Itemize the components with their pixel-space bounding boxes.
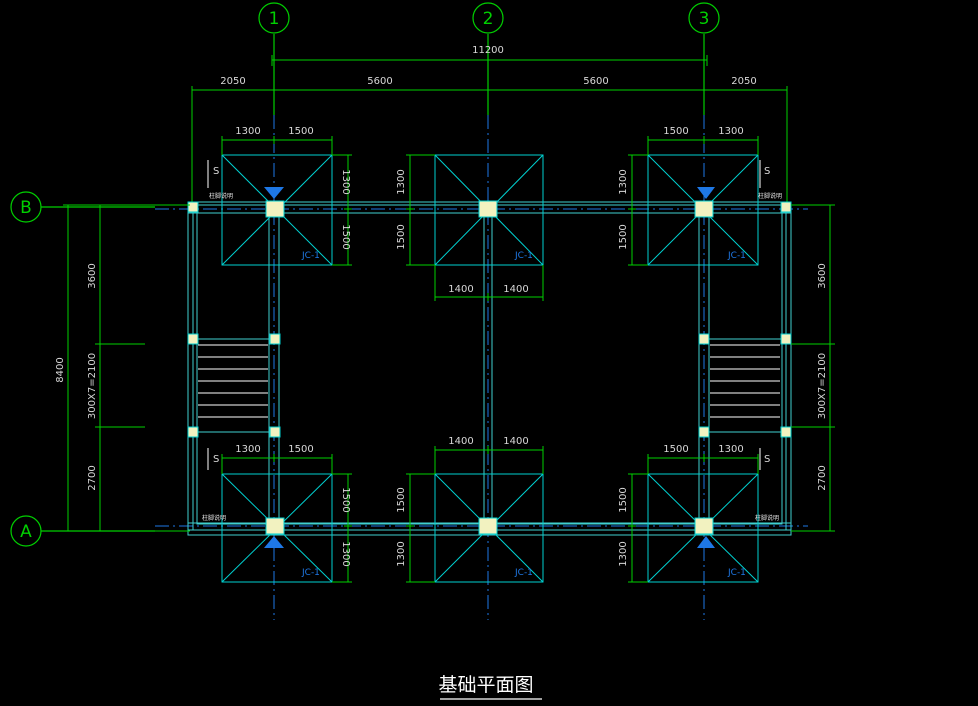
dim-a1-h-2: 1300: [340, 541, 351, 566]
footing-width-dims: [221, 136, 759, 474]
axis-label-a: A: [20, 522, 32, 542]
dim-a1-h-1: 1500: [340, 487, 351, 512]
section-arrow-a3: [697, 536, 715, 548]
dim-a2-w-1: 1400: [448, 436, 473, 447]
dim-b3-w-1: 1500: [663, 126, 688, 137]
section-mark-text-1: S: [213, 166, 219, 177]
dim-b1-w-1: 1300: [235, 126, 260, 137]
segment-dim-text-4: 2050: [731, 76, 756, 87]
segment-dim-text-1: 2050: [220, 76, 245, 87]
column-corner-b-right: [780, 201, 792, 213]
column-note-b-left: 柱脚说明: [209, 192, 233, 200]
column-a1: [265, 517, 285, 535]
dim-a1-w-1: 1300: [235, 444, 260, 455]
section-marks: [207, 160, 761, 470]
column-b3: [694, 200, 714, 218]
section-arrows: [264, 187, 715, 548]
column-note-a-right: 柱脚说明: [755, 514, 779, 522]
dim-a2-w-2: 1400: [503, 436, 528, 447]
footing-a2-outline: [434, 473, 544, 583]
section-mark-text-2: S: [764, 166, 770, 177]
axis-bubble-1: [258, 2, 290, 34]
left-dim-seg-3: 2700: [87, 465, 98, 490]
column-a3: [694, 517, 714, 535]
segment-dim-text-2: 5600: [367, 76, 392, 87]
axis-label-1: 1: [269, 9, 280, 29]
dim-b1-h-1: 1300: [340, 169, 351, 194]
left-dim-seg-1: 3600: [87, 263, 98, 288]
drawing-title: 基础平面图: [438, 674, 533, 696]
stair-treads: [198, 344, 780, 418]
dim-a3-h-1: 1500: [618, 487, 629, 512]
center-lines: [155, 115, 808, 620]
right-dim-seg-1: 3600: [817, 263, 828, 288]
footing-height-dims: [332, 154, 648, 583]
column-stair-left-top-inner: [269, 333, 281, 345]
dim-a2-h-2: 1300: [396, 541, 407, 566]
footing-tag-a1: JC-1: [301, 568, 320, 578]
left-total-dim-text: 8400: [55, 357, 66, 382]
axis-bubbles: [10, 2, 720, 547]
footing-b1-outline: [221, 154, 333, 266]
dim-b3-w-2: 1300: [718, 126, 743, 137]
footing-b3-outline: [647, 154, 759, 266]
footing-a1-outline: [221, 473, 333, 583]
dim-b2-w-2: 1400: [503, 284, 528, 295]
column-corner-b-left: [187, 201, 199, 213]
axis-bubble-3: [688, 2, 720, 34]
footing-tag-b2: JC-1: [514, 251, 533, 261]
column-stair-left-bottom: [187, 426, 199, 438]
segment-dim-text-3: 5600: [583, 76, 608, 87]
overall-dim-text: 11200: [472, 45, 504, 56]
side-dimension-lines: [63, 204, 835, 532]
axis-bubble-b: [10, 191, 42, 223]
dim-a3-w-2: 1300: [718, 444, 743, 455]
dim-a2-h-1: 1500: [396, 487, 407, 512]
dim-a3-h-2: 1300: [618, 541, 629, 566]
column-stair-right-bottom-inner: [698, 426, 710, 438]
column-stair-right-top-inner: [698, 333, 710, 345]
dim-b1-h-2: 1500: [340, 224, 351, 249]
column-note-a-left: 柱脚说明: [202, 514, 226, 522]
dim-b1-w-2: 1500: [288, 126, 313, 137]
footing-a3-outline: [647, 473, 759, 583]
section-arrow-a1: [264, 536, 284, 548]
column-note-b-right: 柱脚说明: [758, 192, 782, 200]
column-stair-left-top: [187, 333, 199, 345]
column-stair-right-bottom: [780, 426, 792, 438]
axis-bubble-a: [10, 515, 42, 547]
column-b2: [478, 200, 498, 218]
column-stair-left-bottom-inner: [269, 426, 281, 438]
section-mark-text-3: S: [213, 454, 219, 465]
right-dim-seg-3: 2700: [817, 465, 828, 490]
left-dim-seg-2: 300X7=2100: [87, 353, 98, 419]
columns: [187, 200, 792, 535]
footing-tag-a3: JC-1: [727, 568, 746, 578]
right-dim-seg-2: 300X7=2100: [817, 353, 828, 419]
footing-b2-outline: [434, 154, 544, 266]
column-b1: [265, 200, 285, 218]
section-arrow-b3: [697, 187, 715, 199]
axis-label-b: B: [20, 198, 32, 218]
dim-b2-h-2: 1500: [396, 224, 407, 249]
column-stair-right-top: [780, 333, 792, 345]
footing-tag-b3: JC-1: [727, 251, 746, 261]
section-arrow-b1: [264, 187, 284, 199]
top-dimension-lines: [191, 55, 788, 205]
column-a2: [478, 517, 498, 535]
dim-b2-w-1: 1400: [448, 284, 473, 295]
axis-label-2: 2: [483, 9, 494, 29]
footing-tag-b1: JC-1: [301, 251, 320, 261]
dim-b3-h-2: 1500: [618, 224, 629, 249]
dim-b2-h-1: 1300: [396, 169, 407, 194]
dim-a1-w-2: 1500: [288, 444, 313, 455]
axis-label-3: 3: [699, 9, 710, 29]
dim-a3-w-1: 1500: [663, 444, 688, 455]
dim-b3-h-1: 1300: [618, 169, 629, 194]
axis-bubble-2: [472, 2, 504, 34]
section-mark-text-4: S: [764, 454, 770, 465]
footing-tag-a2: JC-1: [514, 568, 533, 578]
